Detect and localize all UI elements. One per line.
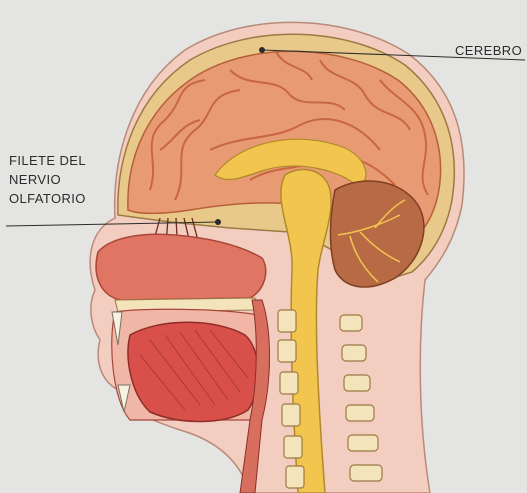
cerebro-pointer-dot (259, 47, 265, 53)
filete-pointer-dot (215, 219, 221, 225)
label-filete-del-nervio-olfatorio: FILETE DEL NERVIO OLFATORIO (9, 151, 86, 208)
label-cerebro: CEREBRO (455, 41, 522, 60)
tongue (128, 322, 258, 421)
label-filete-line-1: FILETE DEL (9, 151, 86, 170)
label-filete-line-2: NERVIO (9, 170, 86, 189)
label-filete-line-3: OLFATORIO (9, 189, 86, 208)
